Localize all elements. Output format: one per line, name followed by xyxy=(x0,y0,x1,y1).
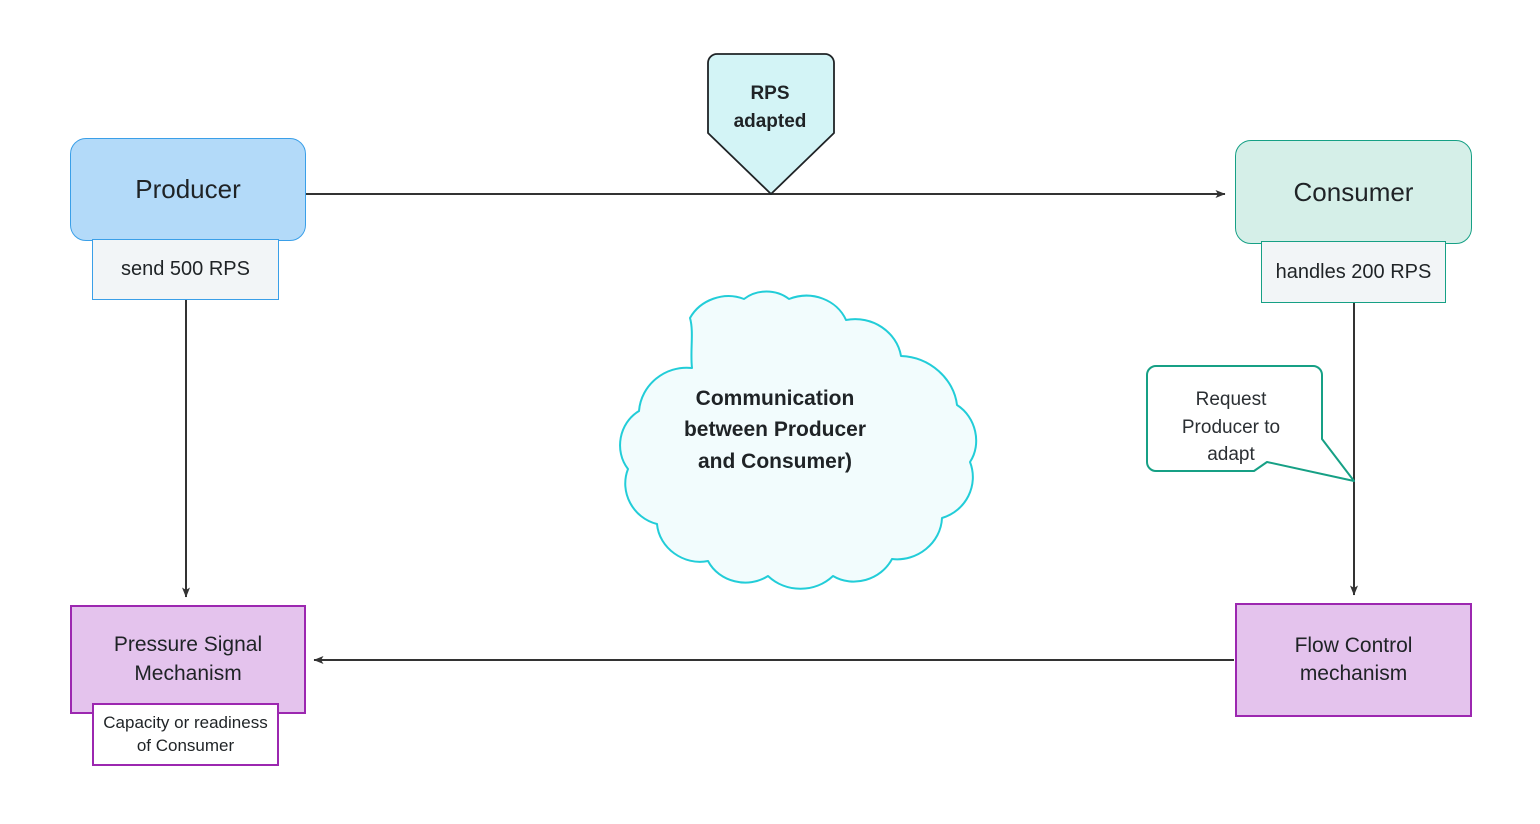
node-consumer-rate[interactable]: handles 200 RPS xyxy=(1261,241,1446,303)
request-bubble-shape xyxy=(1146,365,1355,482)
node-producer-label: Producer xyxy=(135,174,241,204)
node-producer-rate-label: send 500 RPS xyxy=(121,258,250,280)
node-producer[interactable]: Producer xyxy=(70,138,306,241)
node-flow-control-label: Flow Control mechanism xyxy=(1294,633,1413,685)
node-consumer[interactable]: Consumer xyxy=(1235,140,1472,244)
node-pressure-signal-label: Pressure Signal Mechanism xyxy=(113,633,263,685)
rps-adapted-callout xyxy=(707,53,835,195)
node-pressure-signal-note-label: Capacity or readiness of Consumer xyxy=(103,712,268,755)
node-flow-control-mechanism[interactable]: Flow Control mechanism xyxy=(1235,603,1472,717)
cloud-shape xyxy=(619,290,978,590)
node-consumer-rate-label: handles 200 RPS xyxy=(1275,260,1432,283)
node-producer-rate[interactable]: send 500 RPS xyxy=(92,239,279,300)
node-pressure-signal-mechanism[interactable]: Pressure Signal Mechanism xyxy=(70,605,306,714)
node-pressure-signal-note[interactable]: Capacity or readiness of Consumer xyxy=(92,703,279,766)
node-consumer-label: Consumer xyxy=(1293,176,1414,207)
